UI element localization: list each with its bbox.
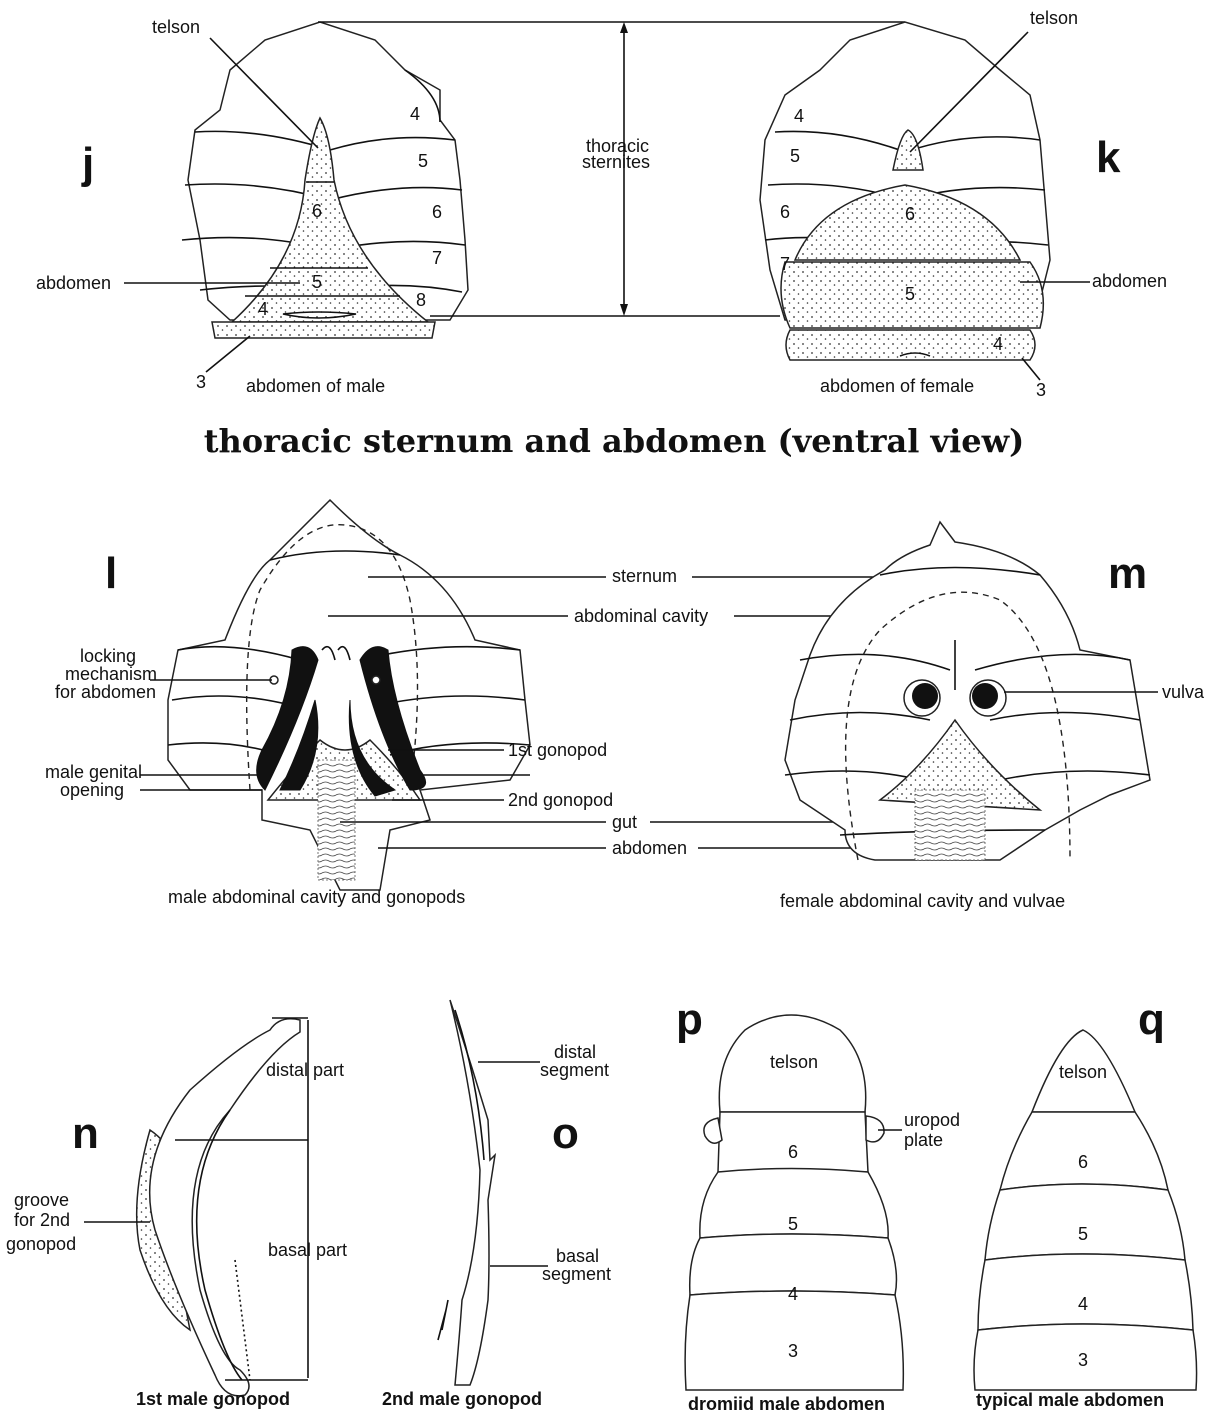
p-uropod-2: plate <box>904 1130 943 1150</box>
l-locking-1: locking <box>80 646 136 666</box>
panel-l-drawing <box>140 500 530 890</box>
n-distal-label: distal part <box>266 1060 344 1080</box>
l-locking-3: for abdomen <box>55 682 156 702</box>
j-segment-6: 6 <box>312 201 322 221</box>
o-basal-2: segment <box>542 1264 611 1284</box>
panel-label-j: j <box>81 139 94 188</box>
k-sternite-6: 6 <box>780 202 790 222</box>
p-segment-6: 6 <box>788 1142 798 1162</box>
k-sternite-4: 4 <box>794 106 804 126</box>
second-gonopod-label: 2nd gonopod <box>508 790 613 810</box>
l-genital-2: opening <box>60 780 124 800</box>
k-sternite-5: 5 <box>790 146 800 166</box>
q-segment-6: 6 <box>1078 1152 1088 1172</box>
n-groove-2: for 2nd <box>14 1210 70 1230</box>
panel-label-k: k <box>1096 133 1121 182</box>
o-basal-1: basal <box>556 1246 599 1266</box>
o-caption: 2nd male gonopod <box>382 1389 542 1409</box>
j-seg3-label: 3 <box>196 372 206 392</box>
p-uropod-1: uropod <box>904 1110 960 1130</box>
k-segment-6: 6 <box>905 204 915 224</box>
panel-label-q: q <box>1138 995 1165 1044</box>
j-segment-5: 5 <box>312 272 322 292</box>
j-sternite-8: 8 <box>416 290 426 310</box>
panel-label-o: o <box>552 1109 579 1158</box>
o-distal-2: segment <box>540 1060 609 1080</box>
n-caption: 1st male gonopod <box>136 1389 290 1409</box>
sternum-label: sternum <box>612 566 677 586</box>
p-segment-5: 5 <box>788 1214 798 1234</box>
q-telson-label: telson <box>1059 1062 1107 1082</box>
n-groove-1: groove <box>14 1190 69 1210</box>
k-caption: abdomen of female <box>820 376 974 396</box>
k-seg3-leader <box>1022 358 1040 380</box>
j-caption: abdomen of male <box>246 376 385 396</box>
k-abdomen-label: abdomen <box>1092 271 1167 291</box>
vulva-label: vulva <box>1162 682 1205 702</box>
thoracic-label-2: sternites <box>582 152 650 172</box>
panel-q-drawing <box>974 1030 1197 1390</box>
o-distal-1: distal <box>554 1042 596 1062</box>
j-seg3-leader <box>206 336 250 372</box>
l-genital-1: male genital <box>45 762 142 782</box>
panel-label-m: m <box>1108 549 1147 598</box>
k-segment-4: 4 <box>993 334 1003 354</box>
p-segment-3: 3 <box>788 1341 798 1361</box>
figure-title: thoracic sternum and abdomen (ventral vi… <box>204 422 1025 460</box>
j-sternite-5: 5 <box>418 151 428 171</box>
panel-label-p: p <box>676 995 703 1044</box>
j-sternite-6: 6 <box>432 202 442 222</box>
k-seg3-label: 3 <box>1036 380 1046 400</box>
panel-label-l: l <box>105 549 117 598</box>
p-caption: dromiid male abdomen <box>688 1394 885 1414</box>
j-segment-4: 4 <box>258 299 268 319</box>
p-telson-label: telson <box>770 1052 818 1072</box>
cavity-label: abdominal cavity <box>574 606 708 626</box>
p-segment-4: 4 <box>788 1284 798 1304</box>
abdomen-mid-label: abdomen <box>612 838 687 858</box>
j-abdomen-label: abdomen <box>36 273 111 293</box>
first-gonopod-label: 1st gonopod <box>508 740 607 760</box>
l-locking-2: mechanism <box>65 664 157 684</box>
gut-label: gut <box>612 812 637 832</box>
m-caption: female abdominal cavity and vulvae <box>780 891 1065 911</box>
k-sternite-7: 7 <box>780 254 790 274</box>
n-basal-label: basal part <box>268 1240 347 1260</box>
n-groove-3: gonopod <box>6 1234 76 1254</box>
q-segment-4: 4 <box>1078 1294 1088 1314</box>
panel-m-drawing <box>785 522 1150 860</box>
panel-o-drawing <box>438 1000 495 1385</box>
l-caption: male abdominal cavity and gonopods <box>168 887 465 907</box>
q-segment-3: 3 <box>1078 1350 1088 1370</box>
q-caption: typical male abdomen <box>976 1390 1164 1410</box>
j-telson-label: telson <box>152 17 200 37</box>
panel-label-n: n <box>72 1109 99 1158</box>
q-segment-5: 5 <box>1078 1224 1088 1244</box>
k-segment-5: 5 <box>905 284 915 304</box>
k-telson-label: telson <box>1030 8 1078 28</box>
j-sternite-7: 7 <box>432 248 442 268</box>
panel-k-drawing <box>760 22 1050 360</box>
j-sternite-4: 4 <box>410 104 420 124</box>
